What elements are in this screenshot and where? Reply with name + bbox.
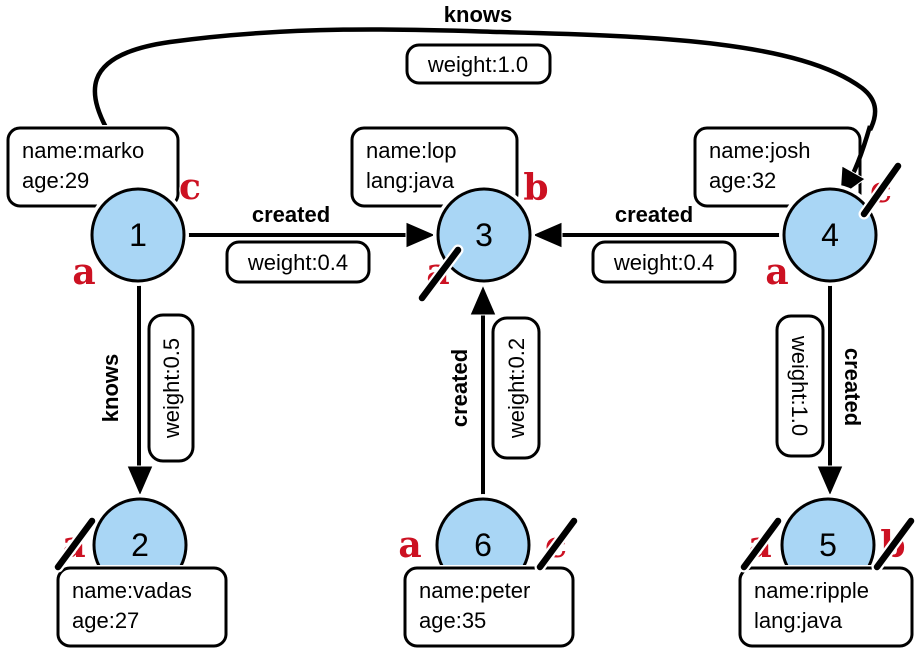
weightbox-knows-top-rect <box>405 43 552 85</box>
prop-josh-age: age:32 <box>709 168 776 193</box>
mark-v5-b-strikethrough <box>873 517 915 571</box>
prop-marko-name: name:marko <box>22 138 144 163</box>
prop-vadas-name: name:vadas <box>72 578 192 603</box>
prop-peter-age: age:35 <box>419 608 486 633</box>
vertex-4: 4 <box>779 184 881 286</box>
vertex-3-id: 3 <box>475 217 493 253</box>
propbox-vadas: name:vadas age:27 <box>55 565 229 649</box>
propbox-lop: name:lop lang:java <box>349 125 520 209</box>
prop-ripple-lang: lang:java <box>754 608 843 633</box>
prop-vadas-age: age:27 <box>72 608 139 633</box>
edge-knows-1-4 <box>90 24 880 143</box>
edge-label-created-4-5: created <box>840 348 865 426</box>
propbox-peter: name:peter age:35 <box>402 565 576 649</box>
propbox-peter-rect <box>403 566 575 648</box>
weightbox-4-5-rect <box>775 314 825 458</box>
edge-label-knows-1-2: knows <box>98 354 123 422</box>
edge-created-1-3 <box>184 221 438 249</box>
edge-label-created-1-3: created <box>252 202 330 227</box>
weightbox-created-1-3: weight:0.4 <box>224 239 372 285</box>
weightbox-created-6-3: weight:0.2 <box>490 315 542 461</box>
edge-knows-1-2 <box>126 280 154 498</box>
mark-v3-b: b <box>523 167 548 209</box>
prop-peter-name: name:peter <box>419 578 530 603</box>
vertex-6-id: 6 <box>474 527 492 563</box>
step-marks: c a b a c a a a c a b <box>52 160 917 573</box>
vertex-3: 3 <box>433 184 535 286</box>
edge-label-created-4-3: created <box>615 202 693 227</box>
arrowhead-into-3-bottom <box>469 283 497 316</box>
prop-marko-age: age:29 <box>22 168 89 193</box>
weightbox-knows-1-2: weight:0.5 <box>146 312 196 464</box>
edge-label-knows-top: knows <box>444 2 512 27</box>
weightbox-4-3-rect <box>591 240 737 284</box>
knows-curve <box>92 27 878 142</box>
weightbox-1-3-rect <box>225 240 371 284</box>
vertex-3-circle <box>436 187 532 283</box>
mark-v4-c-strikethrough <box>860 162 902 218</box>
weight-label-6-3: weight:0.2 <box>504 338 529 439</box>
vertex-4-circle <box>782 187 878 283</box>
vertex-4-id: 4 <box>821 217 839 253</box>
mark-v2-a-strikethrough <box>54 517 96 571</box>
arrowhead-into-2 <box>126 465 154 498</box>
propbox-ripple-rect <box>738 566 914 648</box>
weight-label-knows-top: weight:1.0 <box>427 52 528 77</box>
arrowhead-into-3-right <box>530 221 563 249</box>
vertex-1: 1 <box>87 184 189 286</box>
weightbox-created-4-3: weight:0.4 <box>590 239 738 285</box>
edge-created-4-3 <box>530 221 784 249</box>
vertex-1-id: 1 <box>129 217 147 253</box>
weight-label-1-2: weight:0.5 <box>159 338 184 439</box>
mark-v6-c-strikethrough <box>536 517 578 571</box>
weightbox-1-2-rect <box>147 313 195 463</box>
weightbox-knows-top: weight:1.0 <box>404 42 553 86</box>
weight-label-4-5: weight:1.0 <box>787 335 812 436</box>
weightbox-6-3-rect <box>491 316 541 460</box>
mark-v3-a-strikethrough <box>418 246 462 302</box>
mark-v1-c: c <box>179 166 201 208</box>
vertex-1-circle <box>90 187 186 283</box>
mark-v1-a: a <box>72 251 95 293</box>
mark-v6-a: a <box>398 524 421 566</box>
weightbox-created-4-5: weight:1.0 <box>774 313 826 459</box>
propbox-ripple: name:ripple lang:java <box>737 565 915 649</box>
mark-v5-a-strikethrough <box>740 517 782 571</box>
edge-created-4-5 <box>816 280 844 498</box>
vertex-5-id: 5 <box>819 527 837 563</box>
prop-lop-name: name:lop <box>366 138 457 163</box>
propbox-vadas-rect <box>56 566 228 648</box>
edge-created-6-3 <box>469 283 497 500</box>
arrowhead-into-3-left <box>405 221 438 249</box>
prop-josh-name: name:josh <box>709 138 811 163</box>
vertex-2-id: 2 <box>131 527 149 563</box>
weight-label-4-3: weight:0.4 <box>613 250 714 275</box>
edge-label-created-6-3: created <box>447 349 472 427</box>
arrowhead-into-5 <box>816 465 844 498</box>
prop-lop-lang: lang:java <box>366 168 455 193</box>
prop-ripple-name: name:ripple <box>754 578 869 603</box>
weight-label-1-3: weight:0.4 <box>247 250 348 275</box>
mark-v4-a: a <box>765 251 788 293</box>
